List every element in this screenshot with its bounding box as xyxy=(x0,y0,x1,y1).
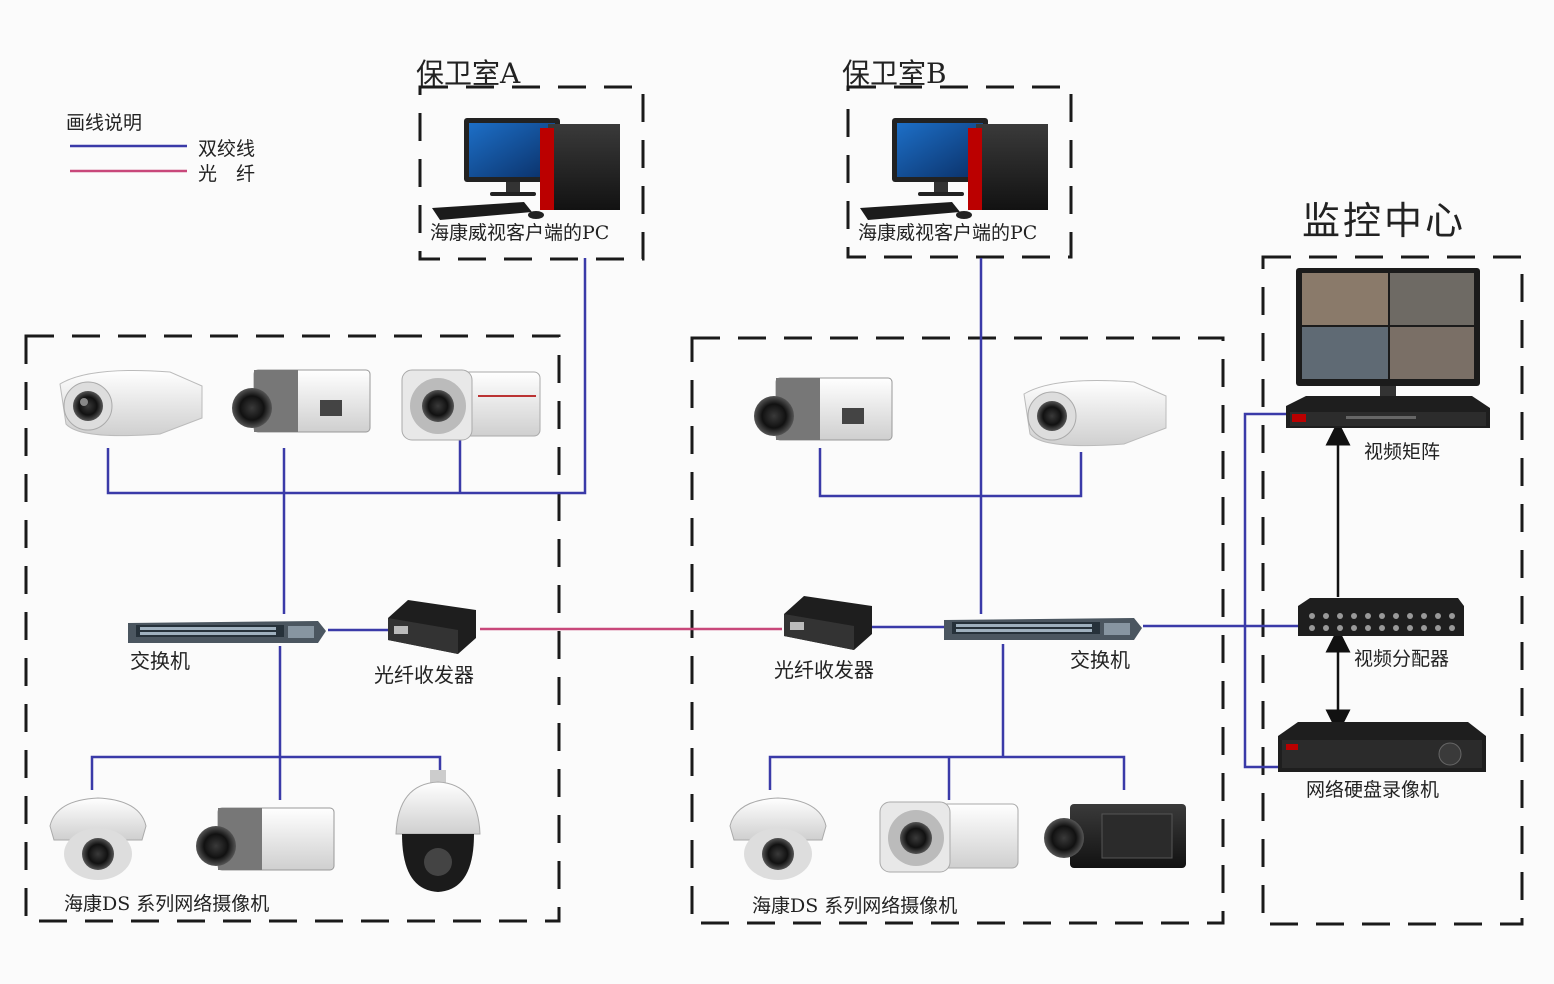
left-transceiver-label: 光纤收发器 xyxy=(374,663,474,687)
switch-right-icon xyxy=(944,618,1142,640)
box-camera-icon xyxy=(196,807,335,871)
ir-bullet-camera-icon xyxy=(879,801,1019,873)
box-camera-icon xyxy=(754,377,893,441)
video-splitter-label: 视频分配器 xyxy=(1354,648,1450,670)
twisted-pair-wiring xyxy=(90,258,1300,800)
legend-title: 画线说明 xyxy=(66,112,143,134)
ir-bullet-camera-icon xyxy=(401,369,541,441)
pc-b-icon xyxy=(860,118,1048,220)
pro-box-camera-icon xyxy=(1044,804,1186,868)
right-transceiver-label: 光纤收发器 xyxy=(774,658,874,682)
room-a-pc-label: 海康威视客户端的PC xyxy=(430,222,610,244)
room-a-box xyxy=(418,85,645,261)
right-cameras-label: 海康DS 系列网络摄像机 xyxy=(752,895,958,917)
room-b-pc-label: 海康威视客户端的PC xyxy=(858,222,1038,244)
room-a-title: 保卫室A xyxy=(416,57,521,90)
site-left-box xyxy=(24,334,561,923)
dome-camera-icon xyxy=(729,797,827,880)
ptz-dome-camera-icon xyxy=(395,770,481,892)
bullet-camera-icon xyxy=(59,370,203,437)
fiber-transceiver-left-icon xyxy=(388,600,476,654)
room-b-box xyxy=(846,85,1073,259)
room-b-title: 保卫室B xyxy=(842,57,947,90)
left-cameras-label: 海康DS 系列网络摄像机 xyxy=(64,893,270,915)
box-camera-icon xyxy=(232,369,371,433)
switch-left-icon xyxy=(128,621,326,643)
monitor-center-box xyxy=(1261,255,1524,926)
bullet-camera-icon xyxy=(1023,380,1167,447)
pc-a-icon xyxy=(432,118,620,220)
legend-label-twisted-pair: 双绞线 xyxy=(198,138,256,160)
fiber-transceiver-right-icon xyxy=(784,596,872,650)
video-splitter-icon xyxy=(1298,598,1464,636)
video-wall-monitor-icon xyxy=(1296,268,1480,400)
video-matrix-icon xyxy=(1286,396,1490,428)
dome-camera-icon xyxy=(49,797,147,880)
site-right-box xyxy=(690,336,1225,925)
nvr-icon xyxy=(1278,722,1486,772)
left-switch-label: 交换机 xyxy=(130,649,190,673)
nvr-label: 网络硬盘录像机 xyxy=(1306,779,1440,801)
legend-label-fiber: 光 纤 xyxy=(198,163,256,185)
right-switch-label: 交换机 xyxy=(1070,648,1130,672)
monitor-center-title: 监控中心 xyxy=(1302,199,1467,243)
video-matrix-label: 视频矩阵 xyxy=(1364,441,1441,463)
